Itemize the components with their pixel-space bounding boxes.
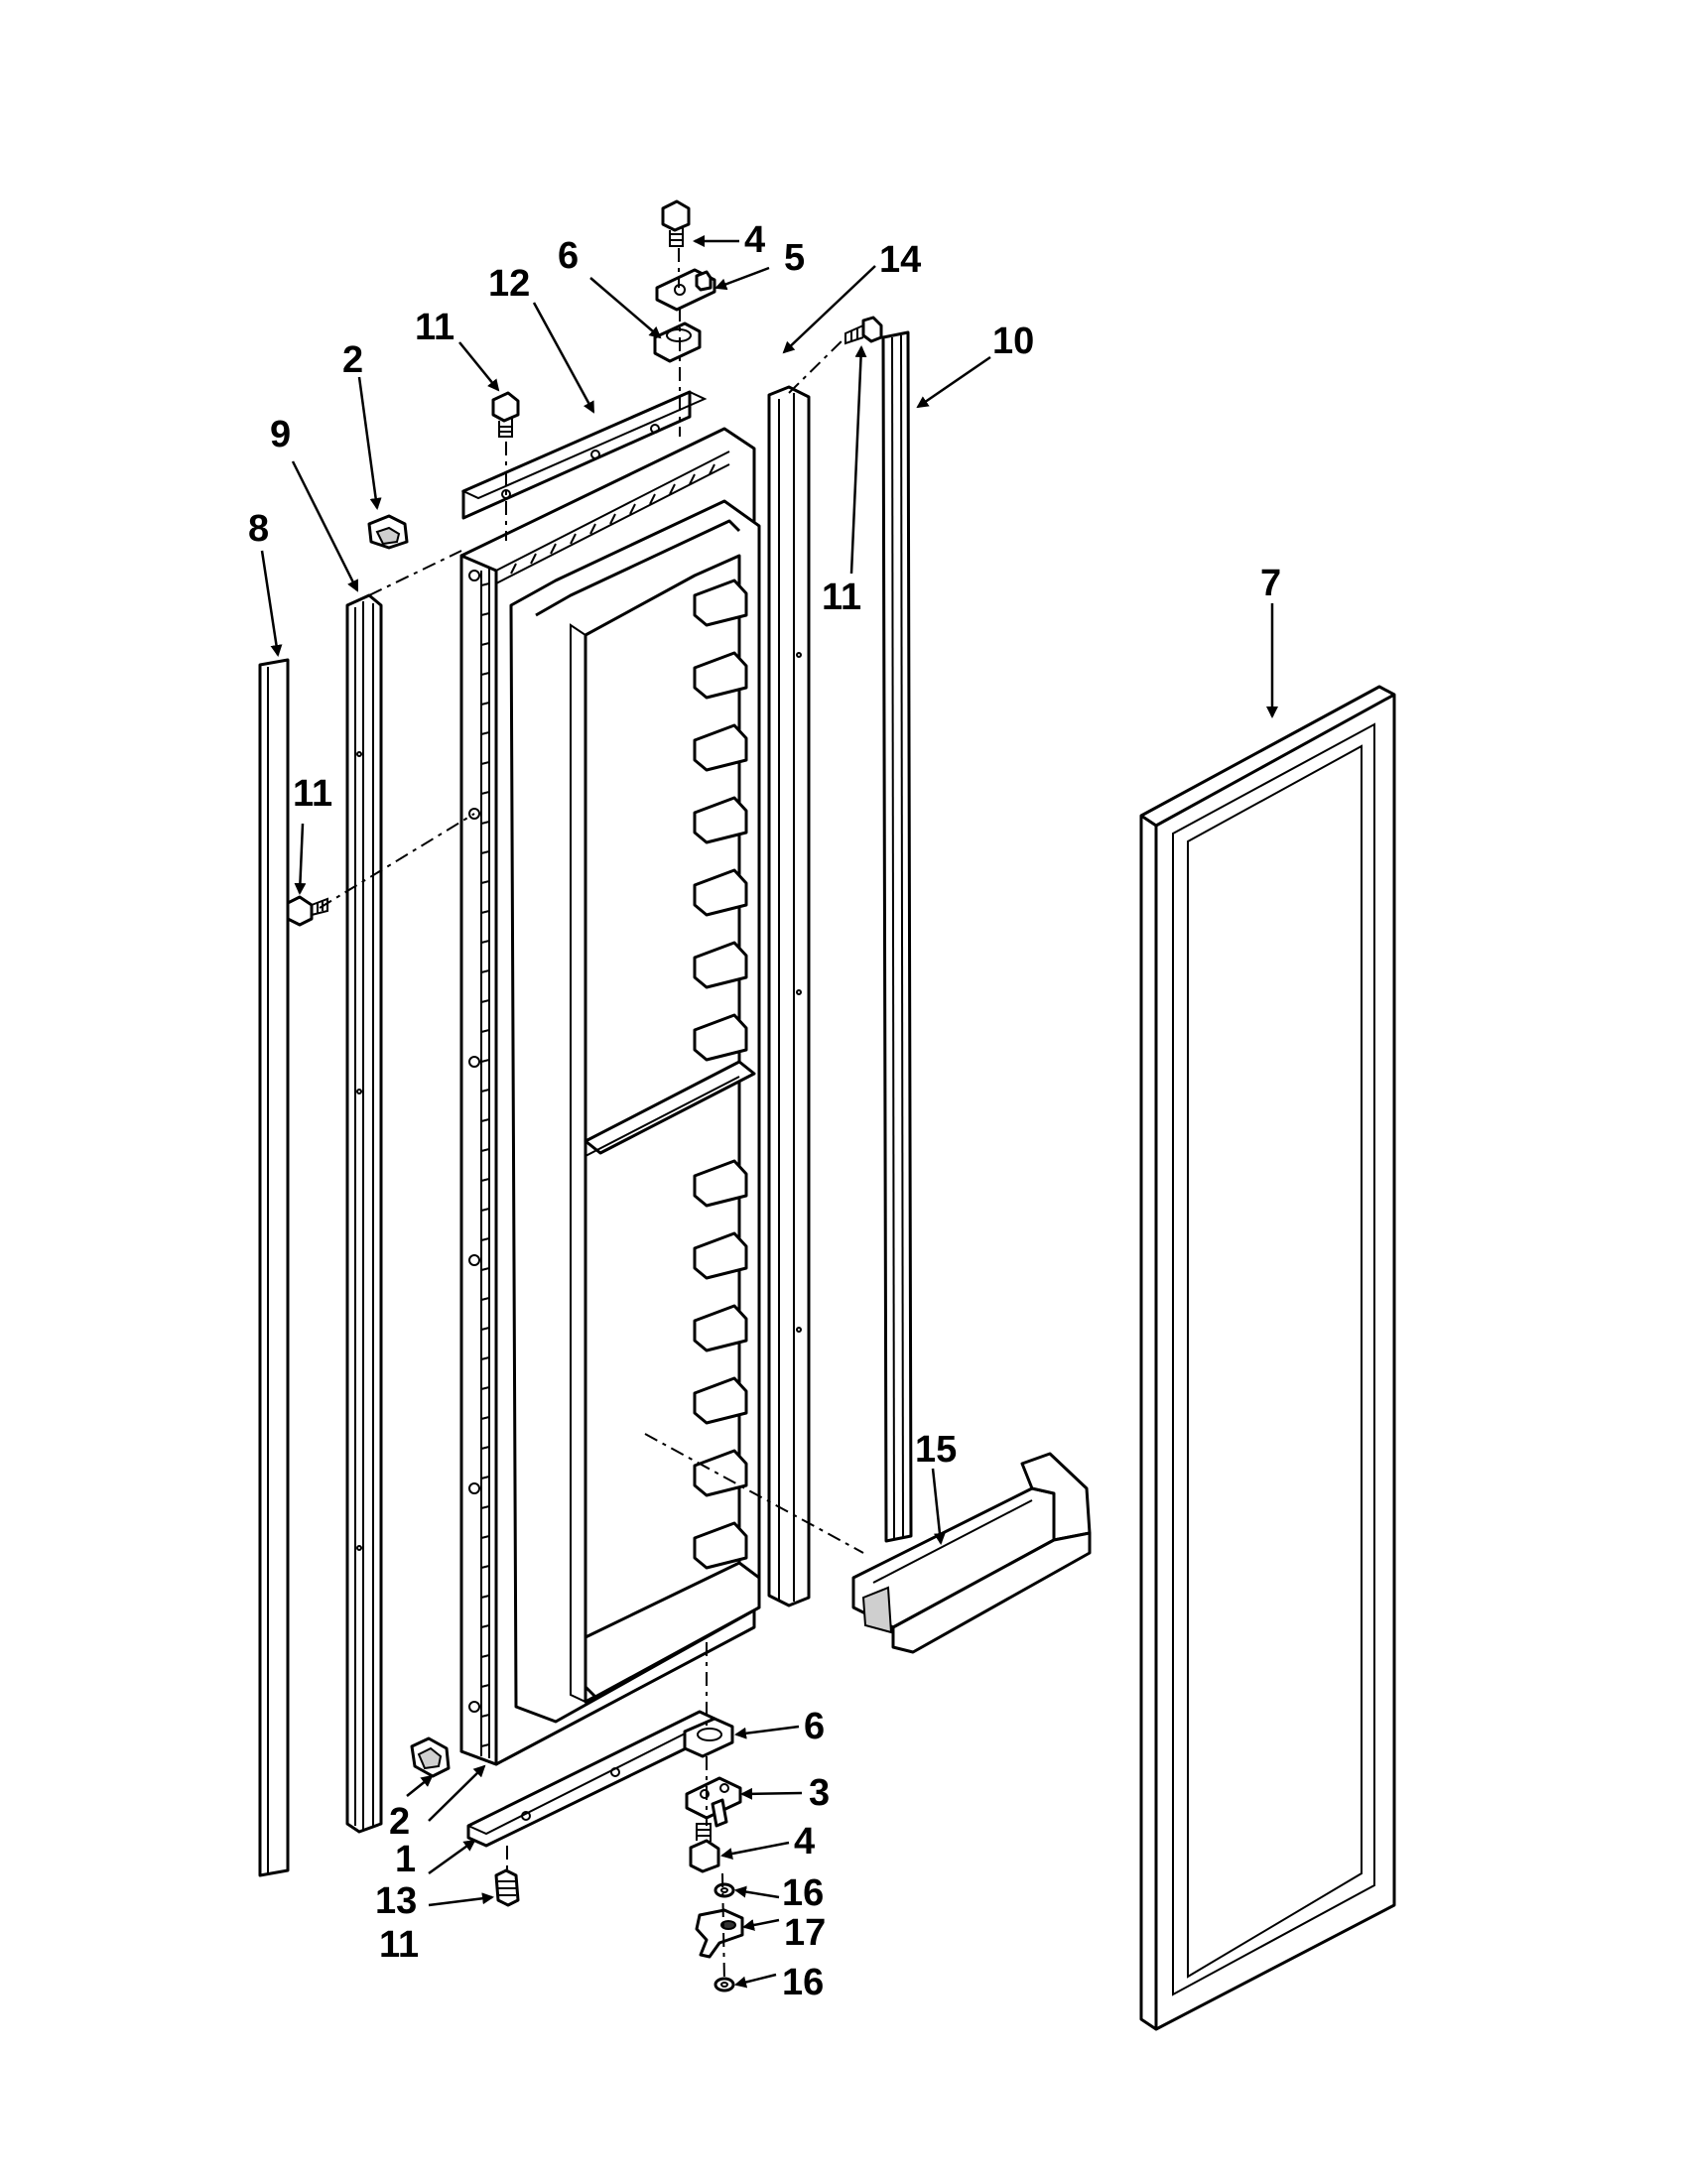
callout-3: 3	[809, 1772, 830, 1814]
callout-8: 8	[248, 508, 269, 550]
hinge-shim-6-top	[653, 321, 702, 363]
door-bin-15	[851, 1452, 1092, 1654]
screw-11-right	[844, 316, 883, 345]
callout-11-right: 11	[822, 577, 861, 618]
hinge-shim-6-bottom	[683, 1717, 734, 1758]
hinge-plate-3	[685, 1776, 742, 1828]
hinge-bracket-bar-12	[460, 390, 708, 520]
callout-13: 13	[375, 1880, 417, 1922]
screw-11-bottom	[494, 1868, 520, 1907]
callout-17: 17	[784, 1912, 826, 1954]
gasket-strip-10	[881, 330, 913, 1543]
callout-14: 14	[879, 239, 921, 281]
hinge-plate-5	[655, 268, 716, 312]
callout-4-top: 4	[744, 219, 765, 261]
callout-11-left: 11	[293, 773, 332, 815]
trim-channel-14	[767, 385, 811, 1607]
screw-11-top	[491, 391, 520, 438]
callout-6-bottom: 6	[804, 1706, 825, 1747]
gasket-strip-8	[258, 658, 290, 1877]
callout-16-lower: 16	[782, 1962, 824, 2003]
callout-15: 15	[915, 1429, 957, 1471]
callout-10: 10	[992, 321, 1034, 362]
hinge-screw-4-bottom	[689, 1823, 720, 1873]
callout-16-upper: 16	[782, 1872, 824, 1914]
trim-channel-9	[345, 593, 383, 1834]
callout-11-top: 11	[415, 307, 454, 348]
door-stop-clip-2-lower	[410, 1736, 451, 1778]
callout-1: 1	[395, 1839, 416, 1880]
callout-12: 12	[488, 263, 530, 305]
screw-11-left	[286, 895, 328, 927]
callout-9: 9	[270, 414, 291, 455]
alignment-lines	[319, 248, 864, 1984]
callout-7: 7	[1260, 563, 1281, 604]
door-liner-1	[459, 427, 761, 1766]
callout-4-bottom: 4	[794, 1821, 815, 1863]
washer-16-lower	[714, 1977, 735, 1992]
callout-2-top: 2	[342, 339, 363, 381]
door-stop-clip-2-upper	[367, 514, 409, 550]
door-closer-cam-17	[695, 1908, 744, 1959]
outer-door-panel-7	[1139, 685, 1396, 2031]
hinge-screw-4-top	[661, 199, 691, 247]
callout-11-bottom: 11	[379, 1924, 419, 1966]
callout-6-top: 6	[558, 235, 579, 277]
callout-numbers: 4 5 6 12 14 11 10 2 9 8 11 11 7 15 6 3 4…	[248, 219, 1281, 2003]
washer-16-upper	[714, 1882, 735, 1898]
callout-leaders	[260, 235, 1278, 1989]
callout-5: 5	[784, 237, 805, 279]
callout-2-bottom: 2	[389, 1801, 410, 1843]
